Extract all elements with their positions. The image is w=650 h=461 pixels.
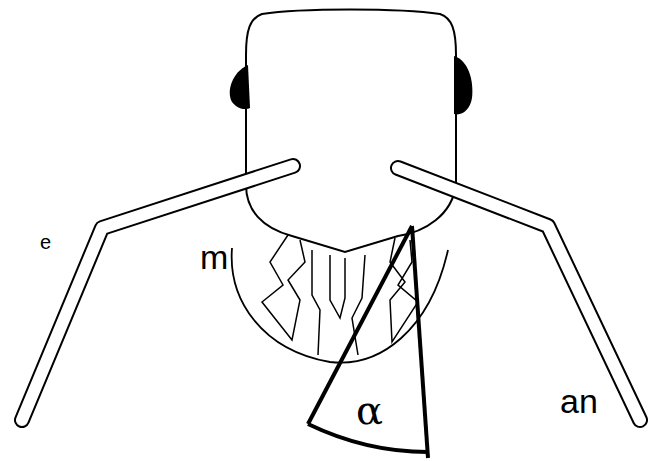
- antenna: [398, 168, 640, 420]
- angle-symbol: α: [356, 390, 383, 430]
- antenna: [22, 166, 293, 420]
- left-mandible: [262, 235, 305, 340]
- antenna-fill: [22, 166, 293, 420]
- compound-eye: [454, 56, 472, 114]
- antenna-fill: [398, 168, 640, 420]
- angle-line: [412, 226, 428, 458]
- head-capsule: [246, 10, 456, 253]
- antenna-label: an: [560, 384, 598, 418]
- labrum: [330, 255, 345, 318]
- compound-eye: [230, 65, 250, 109]
- left-mandible-inner: [312, 250, 320, 355]
- mandible-label: m: [200, 240, 228, 274]
- eye-label: e: [40, 232, 51, 252]
